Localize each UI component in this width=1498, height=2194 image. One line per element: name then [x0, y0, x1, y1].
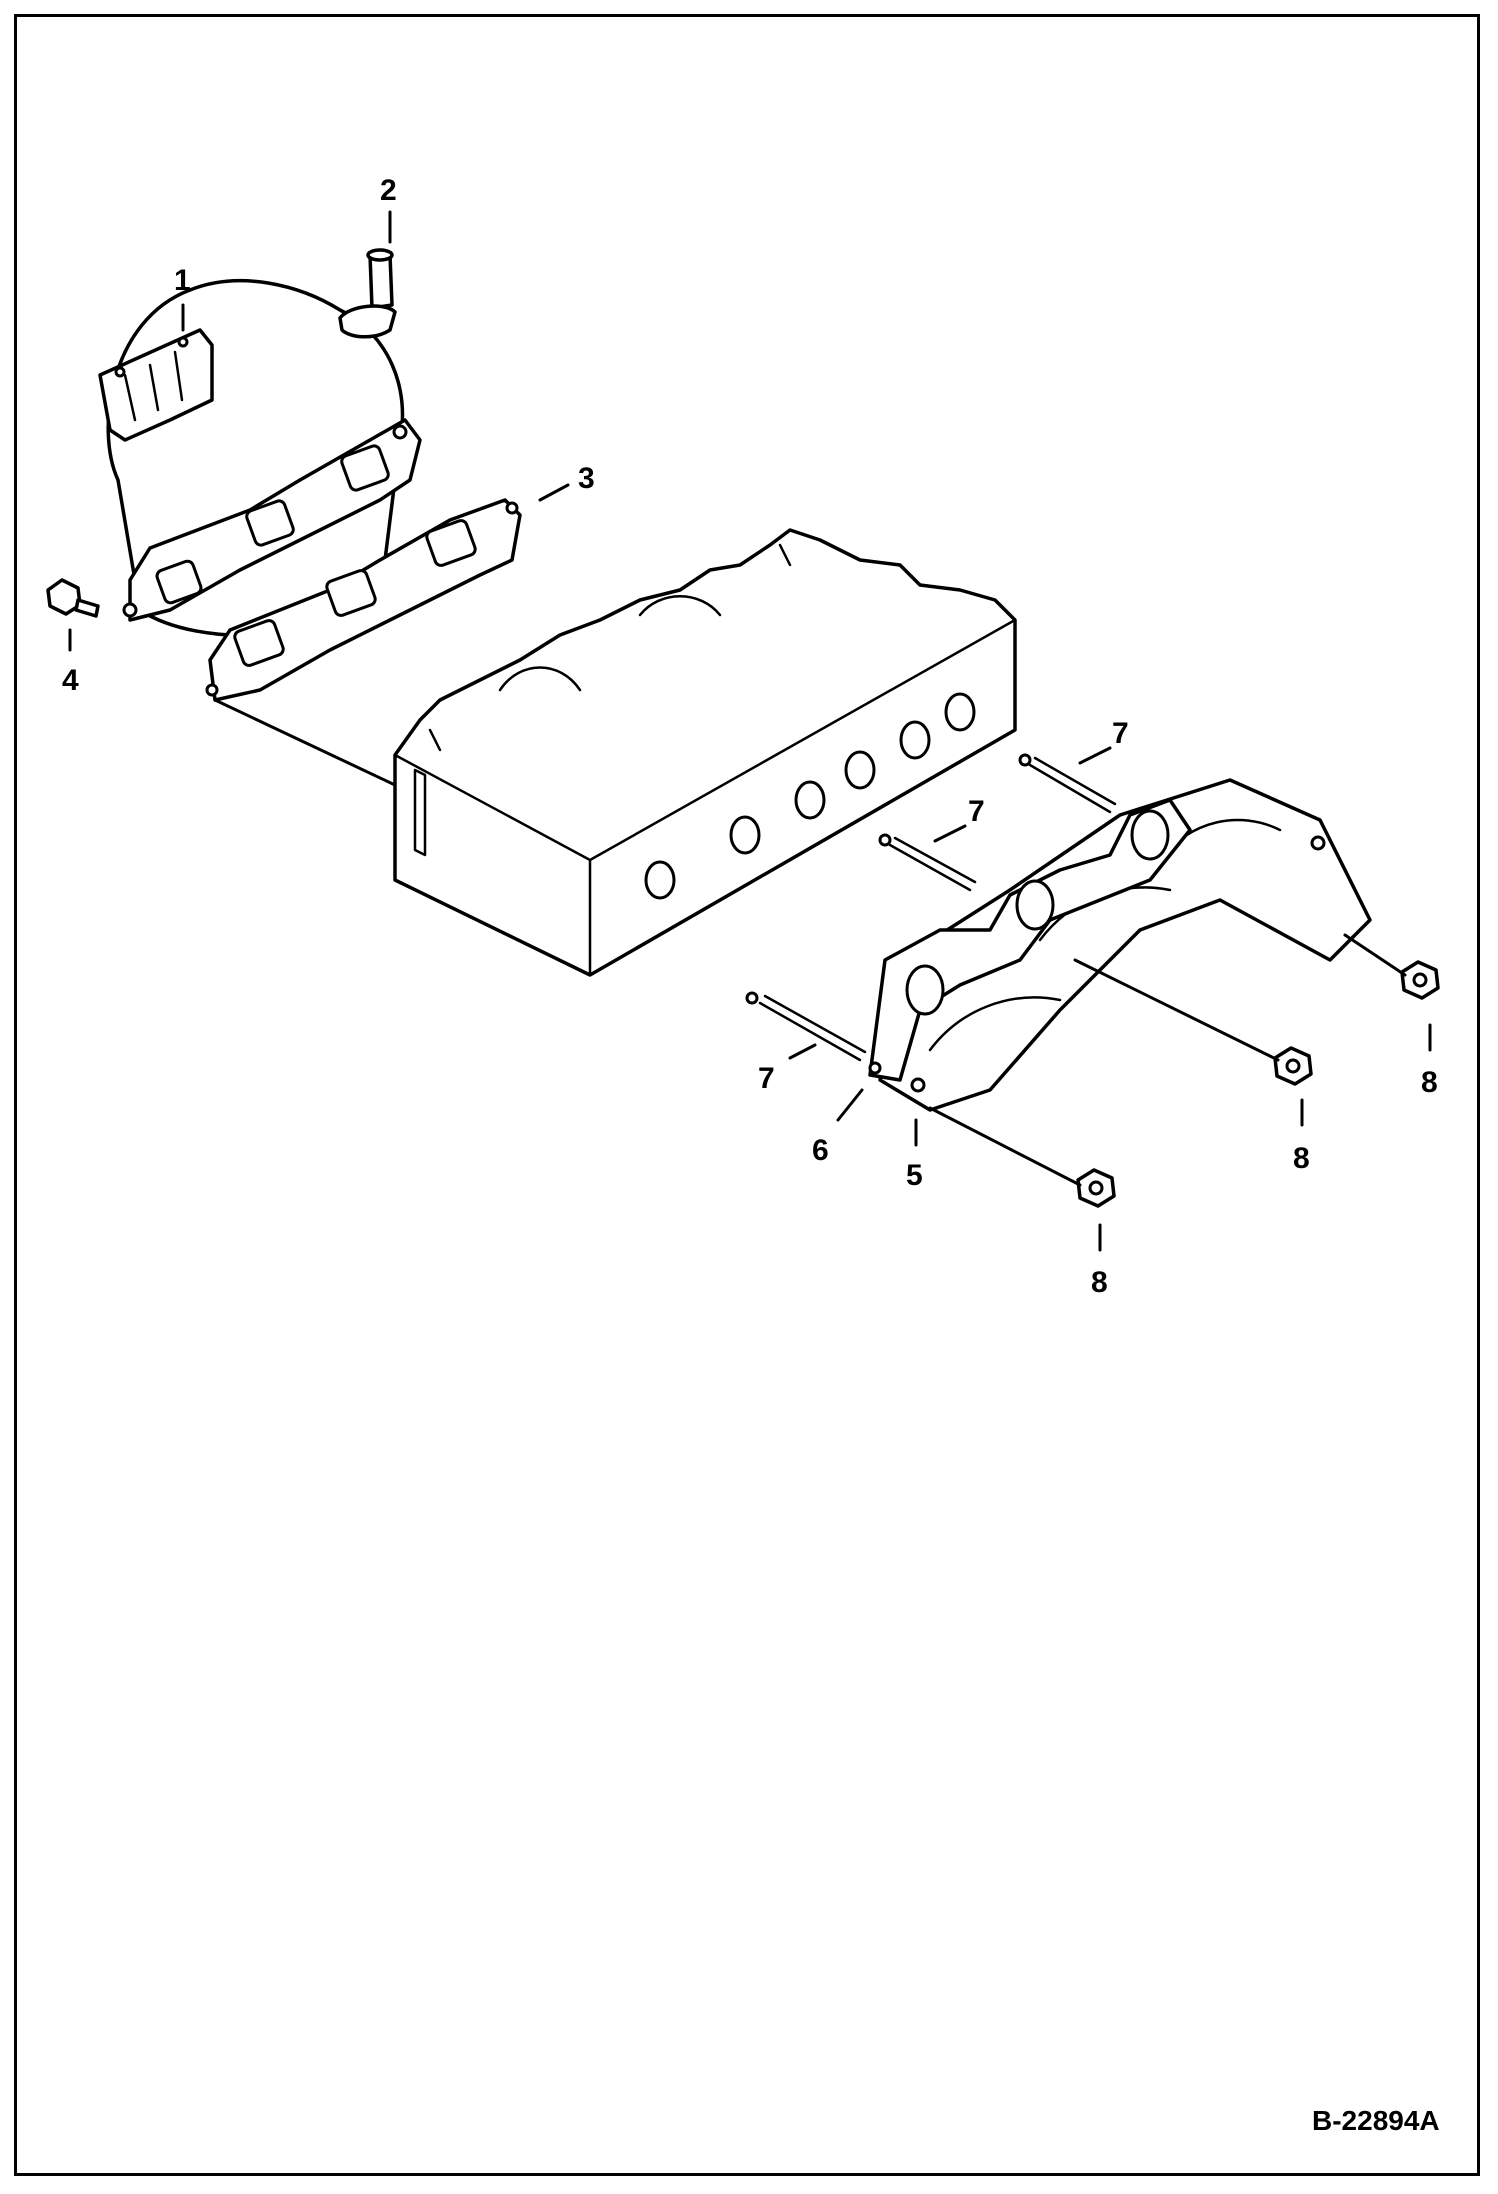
callout-6: 6: [812, 1134, 829, 1167]
stud-part-7-top: [1018, 753, 1117, 814]
leader-7b: [933, 824, 967, 843]
stud-part-7-bottom: [745, 991, 867, 1062]
leader-3: [538, 483, 570, 502]
nut-part-8-right: [1400, 960, 1440, 1000]
callout-1: 1: [174, 264, 191, 297]
callout-8-right: 8: [1421, 1066, 1438, 1099]
nut-part-8-middle: [1273, 1046, 1313, 1086]
manifold-upper-part-1: [98, 279, 422, 638]
assembly-line-nut-middle: [1073, 958, 1280, 1062]
assembly-line-nut-right: [1343, 933, 1407, 977]
fitting-part-2: [338, 248, 397, 339]
gasket-part-3: [205, 498, 522, 702]
callout-3: 3: [578, 462, 595, 495]
cylinder-head: [393, 528, 1017, 977]
nut-part-8-bottom: [1076, 1168, 1116, 1208]
stud-part-7-middle: [878, 833, 977, 892]
callout-4: 4: [62, 664, 79, 697]
callout-7-bottom: 7: [758, 1062, 775, 1095]
bolt-part-4: [46, 578, 100, 618]
figure-reference-number: B-22894A: [1312, 2105, 1440, 2136]
callout-7-middle: 7: [968, 795, 985, 828]
leader-7a: [1078, 746, 1112, 765]
assembly-line-nut-bottom: [928, 1106, 1082, 1187]
assembly-line-upper: [213, 698, 397, 787]
gasket-part-6: [868, 798, 1326, 1093]
callout-7-top: 7: [1112, 717, 1129, 750]
leader-6: [836, 1088, 864, 1122]
callout-8-middle: 8: [1293, 1142, 1310, 1175]
leader-7c: [788, 1043, 817, 1060]
callout-5: 5: [906, 1159, 923, 1192]
callout-2: 2: [380, 174, 397, 207]
callout-8-bottom: 8: [1091, 1266, 1108, 1299]
